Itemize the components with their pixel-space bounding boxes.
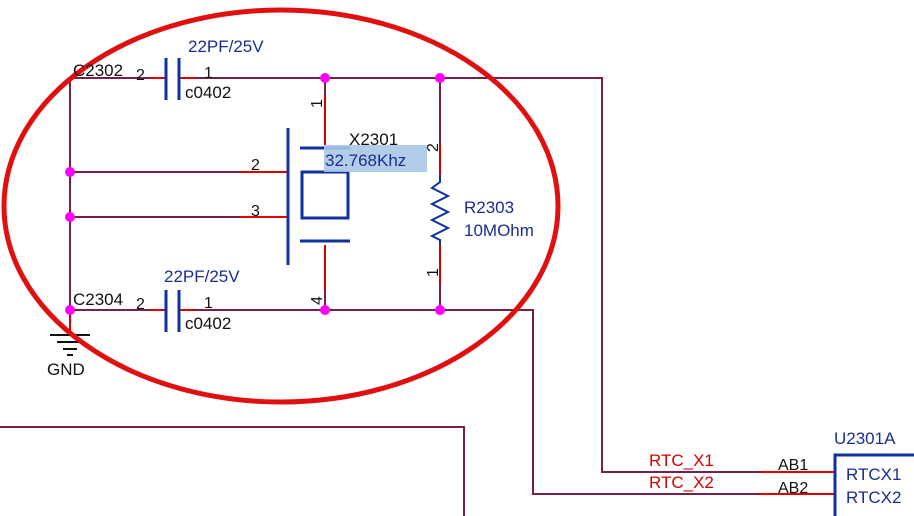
u2301a-pin-rtcx2-name: RTCX2 [846, 488, 901, 507]
c2304-pin-left: 2 [136, 296, 145, 313]
c2302-pin-right: 1 [204, 65, 213, 82]
capacitor-icon[interactable] [164, 290, 181, 332]
x2301-pin4: 4 [309, 296, 326, 305]
ic-u2301a-body[interactable] [833, 453, 914, 516]
r2303-value: 10MOhm [464, 221, 534, 240]
c2304-pin-right: 1 [204, 295, 213, 312]
net-label-rtc-x2: RTC_X2 [649, 473, 714, 492]
highlight-ellipse [1, 7, 561, 405]
x2301-pin3: 3 [251, 203, 260, 220]
net-label-rtc-x1: RTC_X1 [649, 451, 714, 470]
x2301-pin2: 2 [251, 157, 260, 174]
x2301-value: 32.768Khz [325, 151, 406, 170]
u2301a-pin-ab1-number: AB1 [778, 457, 808, 474]
resistor-icon[interactable] [429, 175, 451, 245]
ground-label: GND [47, 360, 85, 379]
wire-bottom-rail-right [195, 309, 760, 495]
x2301-pin1: 1 [309, 99, 326, 108]
selection-highlight [324, 145, 427, 172]
r2303-ref: R2303 [464, 198, 514, 217]
r2303-pin-bottom: 1 [425, 268, 442, 277]
c2304-ref: C2304 [73, 290, 123, 309]
wires [0, 77, 760, 516]
pin-stubs [150, 77, 835, 495]
r2303-pin-top: 2 [425, 143, 442, 152]
u2301a-pin-ab2-number: AB2 [778, 480, 808, 497]
u2301a-ref: U2301A [834, 429, 896, 448]
junction-dots [65, 73, 445, 315]
c2302-ref: C2302 [73, 61, 123, 80]
u2301a-pin-rtcx1-name: RTCX1 [846, 465, 901, 484]
capacitor-icon[interactable] [164, 58, 181, 100]
wire-lower-box [0, 426, 465, 516]
c2304-value: 22PF/25V [164, 267, 240, 286]
c2302-pin-left: 2 [136, 67, 145, 84]
c2302-value: 22PF/25V [188, 37, 264, 56]
c2302-package: c0402 [185, 83, 231, 102]
c2304-package: c0402 [185, 314, 231, 333]
x2301-ref: X2301 [349, 130, 398, 149]
wire-top-rail-right [195, 77, 760, 473]
